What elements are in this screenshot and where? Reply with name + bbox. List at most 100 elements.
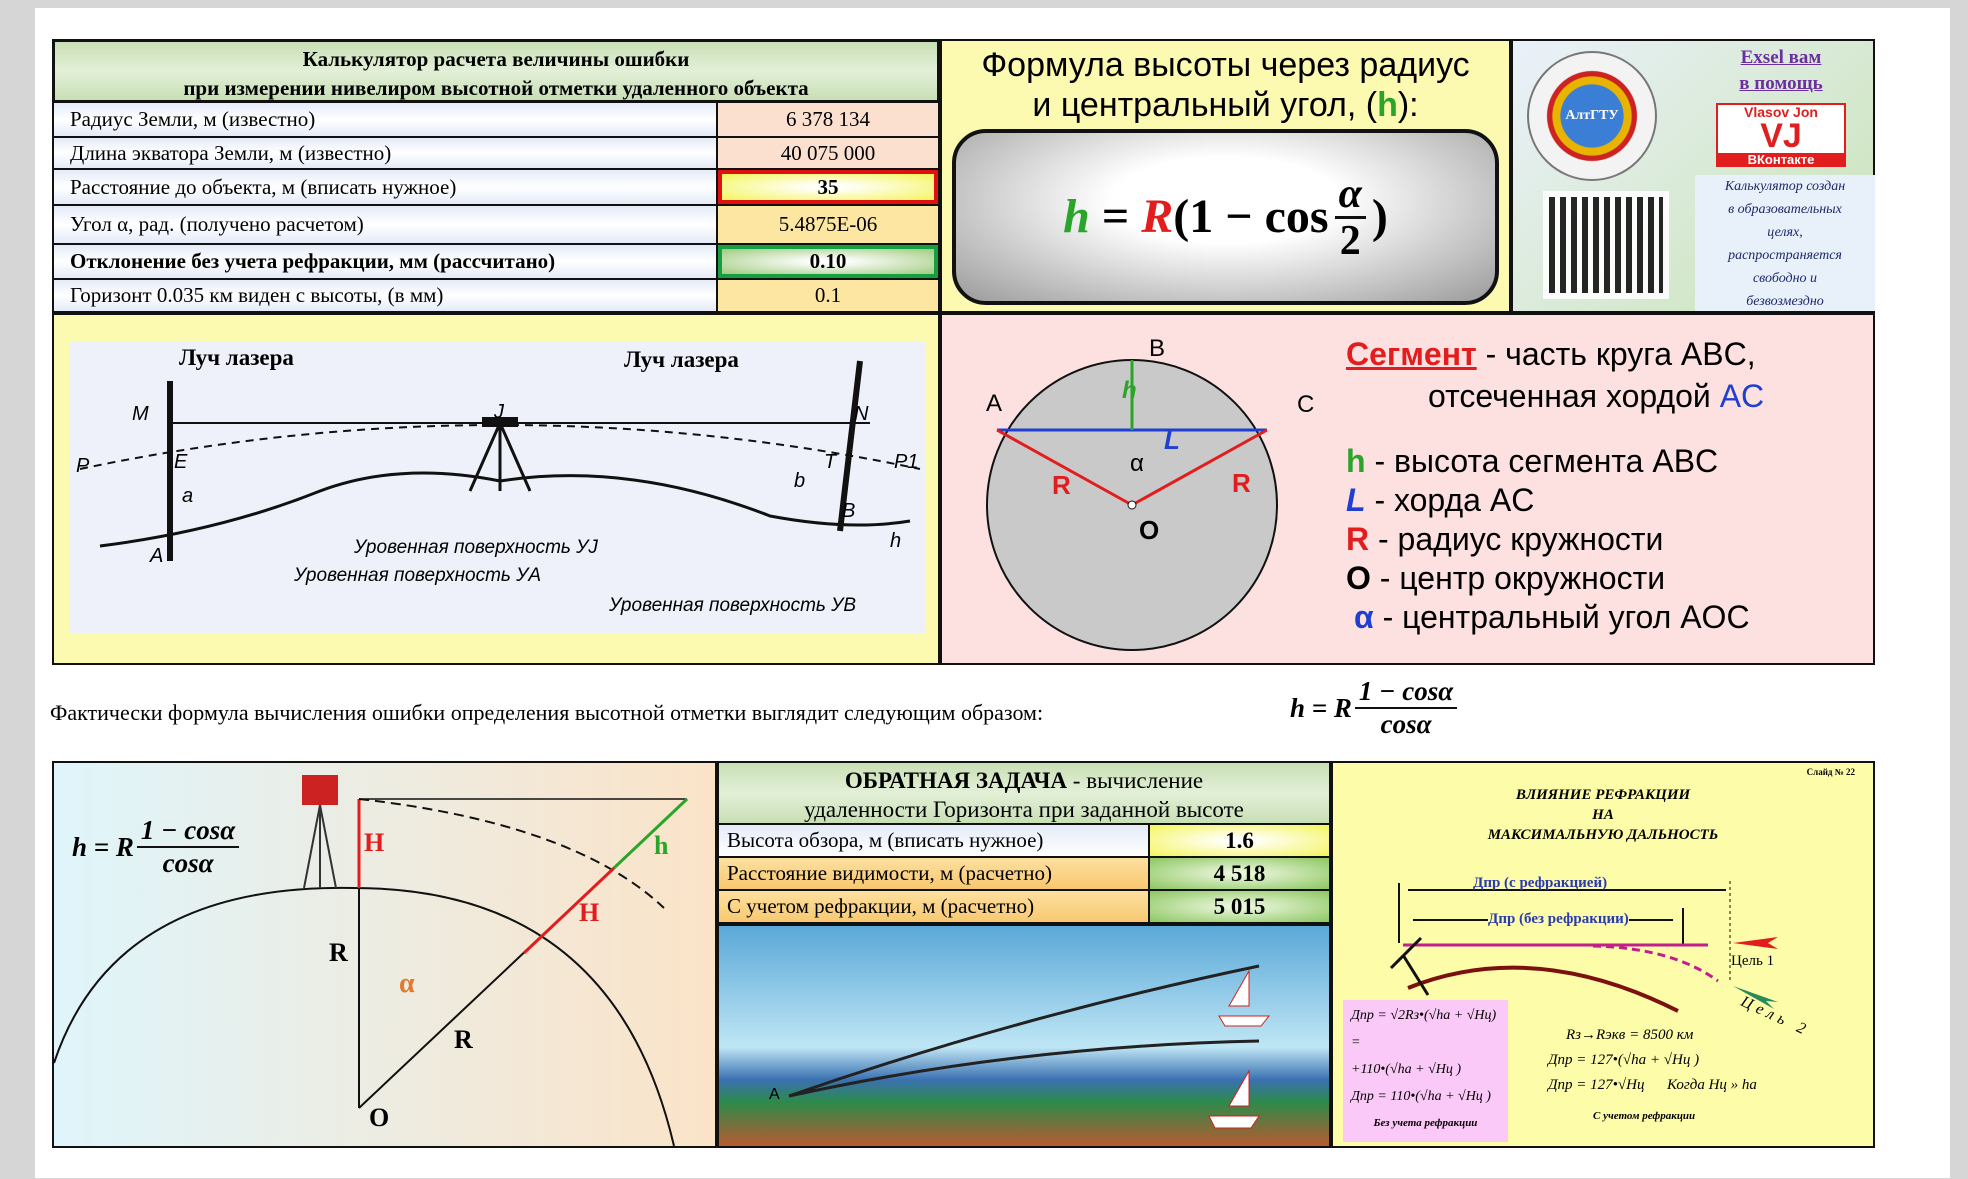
text: - центральный угол AOC xyxy=(1373,599,1750,635)
segment-word: Сегмент xyxy=(1346,336,1477,372)
point-o: O xyxy=(1139,515,1160,545)
segment-definition: Сегмент - часть круга ABC, отсеченная хо… xyxy=(1346,333,1764,417)
text: - центр окружности xyxy=(1370,560,1666,596)
earth-diagram xyxy=(54,775,689,1146)
segment-legend: h - высота сегмента ABC L - хорда AC R -… xyxy=(1346,442,1750,637)
horizon-illustration: A xyxy=(717,924,1331,1148)
note-line: свободно и xyxy=(1752,271,1818,286)
qr-code-icon[interactable] xyxy=(1543,191,1669,299)
calculator-title-line1: Калькулятор расчета величины ошибки xyxy=(302,47,690,71)
legend-item: h - высота сегмента ABC xyxy=(1346,442,1750,481)
point-c: C xyxy=(1297,391,1315,418)
legend-item: L - хорда AC xyxy=(1346,481,1750,520)
point-t: T xyxy=(824,451,837,473)
point-m: M xyxy=(132,403,149,425)
row-visibility: Расстояние видимости, м (расчетно)4 518 xyxy=(717,858,1331,891)
surface-j-label: Уровенная поверхность УJ xyxy=(354,537,598,558)
row-view-height: Высота обзора, м (вписать нужное)1.6 xyxy=(717,825,1331,858)
laser-diagram xyxy=(70,341,926,633)
title-line: ВЛИЯНИЕ РЕФРАКЦИИ xyxy=(1515,787,1691,803)
sym: h xyxy=(1346,443,1366,479)
label-alpha: α xyxy=(1130,450,1144,477)
row-horizon: Горизонт 0.035 км виден с высоты, (в мм)… xyxy=(52,280,940,313)
formula-line: +110•(√ha + √Hц ) xyxy=(1351,1062,1462,1077)
legend-item: α - центральный угол AOC xyxy=(1346,598,1750,637)
row-label: Высота обзора, м (вписать нужное) xyxy=(719,825,1150,856)
formula-h: h xyxy=(1063,190,1090,243)
formula-note: Фактически формула вычисления ошибки опр… xyxy=(50,700,1044,725)
note-line: безвозмездно xyxy=(1746,294,1824,309)
text: ): xyxy=(1397,86,1419,124)
title-line: МАКСИМАЛЬНУЮ ДАЛЬНОСТЬ xyxy=(1487,827,1719,843)
row-label: Расстояние видимости, м (расчетно) xyxy=(719,858,1150,889)
row-deviation: Отклонение без учета рефракции, мм (расс… xyxy=(52,245,940,280)
sym: R xyxy=(1346,521,1370,557)
text: - высота сегмента ABC xyxy=(1365,443,1719,479)
university-logo: АлтГТУ xyxy=(1527,51,1657,181)
point-e: E xyxy=(174,451,188,473)
beam-left-label: Луч лазера xyxy=(179,345,294,370)
row-value: 0.1 xyxy=(718,280,938,311)
label-l: L xyxy=(1164,425,1180,455)
denominator: cosα xyxy=(1380,709,1432,739)
horizon-drawing xyxy=(788,964,1271,1129)
slide-number: Слайд № 22 xyxy=(1806,767,1855,777)
calculator-title-line2: при измерении нивелиром высотной отметки… xyxy=(183,76,809,100)
calculator-title: Калькулятор расчета величины ошибки при … xyxy=(52,39,940,103)
point-b-small: b xyxy=(794,470,806,492)
formula-rest: (1 − cos xyxy=(1173,190,1329,243)
height-input[interactable]: 1.6 xyxy=(1150,825,1329,856)
label-r-vertical: R xyxy=(329,938,348,967)
point-a: A xyxy=(986,390,1003,417)
link-line1: Exsel вам xyxy=(1740,47,1822,68)
chord: AC xyxy=(1719,378,1765,414)
link-line2: в помощь xyxy=(1739,73,1823,94)
sym: L xyxy=(1346,482,1366,518)
label-h-lower: H xyxy=(579,898,600,927)
formula-line: Дпр = 127•√Hц xyxy=(1548,1077,1645,1093)
row-equator: Длина экватора Земли, м (известно)40 075… xyxy=(52,138,940,170)
surface-a-label: Уровенная поверхность УA xyxy=(294,565,541,586)
text: - радиус кружности xyxy=(1369,521,1664,557)
caption: С учетом рефракции xyxy=(1593,1110,1696,1122)
numerator: 1 − cosα xyxy=(1354,676,1458,709)
label-alpha: α xyxy=(399,968,415,999)
excel-help-link[interactable]: Exsel вам в помощь xyxy=(1691,45,1871,97)
formula-title-line2: и центральный угол, (h): xyxy=(942,85,1509,125)
point-a-small: a xyxy=(182,485,194,507)
point-b: B xyxy=(842,500,856,522)
row-label: Расстояние до объекта, м (вписать нужное… xyxy=(54,170,718,204)
text: - хорда AC xyxy=(1365,482,1535,518)
denominator: 2 xyxy=(1339,217,1361,264)
formula-line: Дпр = √2Rз•(√ha + √Hц) = xyxy=(1351,1008,1497,1050)
point-p1: P1 xyxy=(894,451,919,473)
point-j: J xyxy=(494,401,504,423)
label-h-small: h xyxy=(654,831,669,860)
row-value: 4 518 xyxy=(1150,858,1329,889)
sym: O xyxy=(1346,560,1371,596)
row-label: Радиус Земли, м (известно) xyxy=(54,103,718,136)
numerator: α xyxy=(1334,172,1366,219)
vj-mid: VJ xyxy=(1760,117,1802,155)
without-refraction-label: Дпр (без рефракции) xyxy=(1488,911,1629,928)
legend-item: R - радиус кружности xyxy=(1346,520,1750,559)
h-symbol: h xyxy=(1377,86,1398,124)
formula-line: Rз→Rэкв = 8500 км xyxy=(1566,1027,1694,1043)
point-a: A xyxy=(769,1086,780,1103)
formula-eq: = xyxy=(1101,190,1130,243)
deviation-result: 0.10 xyxy=(718,245,938,278)
legend-item: O - центр окружности xyxy=(1346,559,1750,598)
laser-diagram-panel: Луч лазера Луч лазера Уровенная поверхно… xyxy=(52,313,940,665)
refraction-drawing xyxy=(1389,881,1778,1013)
label-r-left: R xyxy=(1052,470,1071,500)
text: и центральный угол, ( xyxy=(1032,86,1378,124)
row-refraction: С учетом рефракции, м (расчетно)5 015 xyxy=(717,891,1331,924)
distance-input[interactable]: 35 xyxy=(718,170,938,204)
